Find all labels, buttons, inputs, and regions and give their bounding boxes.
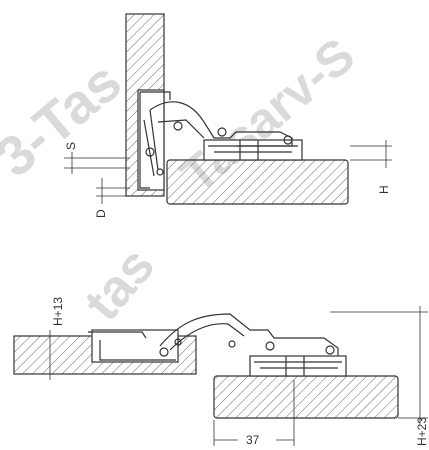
dim-h-lines	[350, 140, 392, 168]
hinge-cup-bottom	[91, 329, 179, 363]
dim-s-lines	[64, 152, 130, 174]
watermark-line-3: tas	[73, 237, 166, 332]
mounting-plate-detail-bottom	[254, 356, 342, 376]
hinge-cup-outline-bottom	[88, 331, 176, 361]
dim-h13-lines	[40, 330, 92, 380]
cabinet-side-top	[166, 159, 349, 205]
dim-h23-lines	[330, 306, 428, 424]
hinge-arm-top	[149, 101, 293, 147]
top-assembly	[64, 13, 392, 205]
pivot-3-top	[156, 168, 164, 176]
pivot-3-bottom	[228, 340, 236, 348]
label-h-plus-23: H+23	[415, 417, 429, 446]
label-h: H	[377, 185, 391, 194]
bottom-assembly	[13, 306, 428, 446]
mounting-plate-bottom	[249, 355, 347, 377]
pivot-2-top	[145, 147, 155, 157]
label-s: S	[64, 142, 78, 150]
cabinet-side-bottom	[213, 375, 399, 419]
pivot-1-top	[173, 121, 183, 131]
label-h-plus-13: H+13	[51, 297, 65, 326]
label-37: 37	[246, 433, 260, 447]
screw-2-bottom	[325, 345, 335, 355]
dim-37-lines	[213, 380, 295, 446]
hinge-arm-inner-bottom	[169, 323, 245, 351]
screw-2-top	[283, 135, 293, 145]
hinge-arm-inner-top	[157, 119, 205, 139]
hinge-cup-outline-top	[139, 91, 171, 189]
hinge-cup-top	[137, 89, 165, 191]
label-d: D	[94, 209, 108, 218]
dim-d-lines	[96, 178, 130, 204]
pivot-1-bottom	[159, 347, 169, 357]
hinge-arm-bottom	[159, 313, 339, 356]
screw-1-top	[217, 127, 227, 137]
mounting-plate-top	[203, 139, 303, 161]
pivot-2-bottom	[174, 338, 182, 346]
screw-1-bottom	[265, 341, 275, 351]
